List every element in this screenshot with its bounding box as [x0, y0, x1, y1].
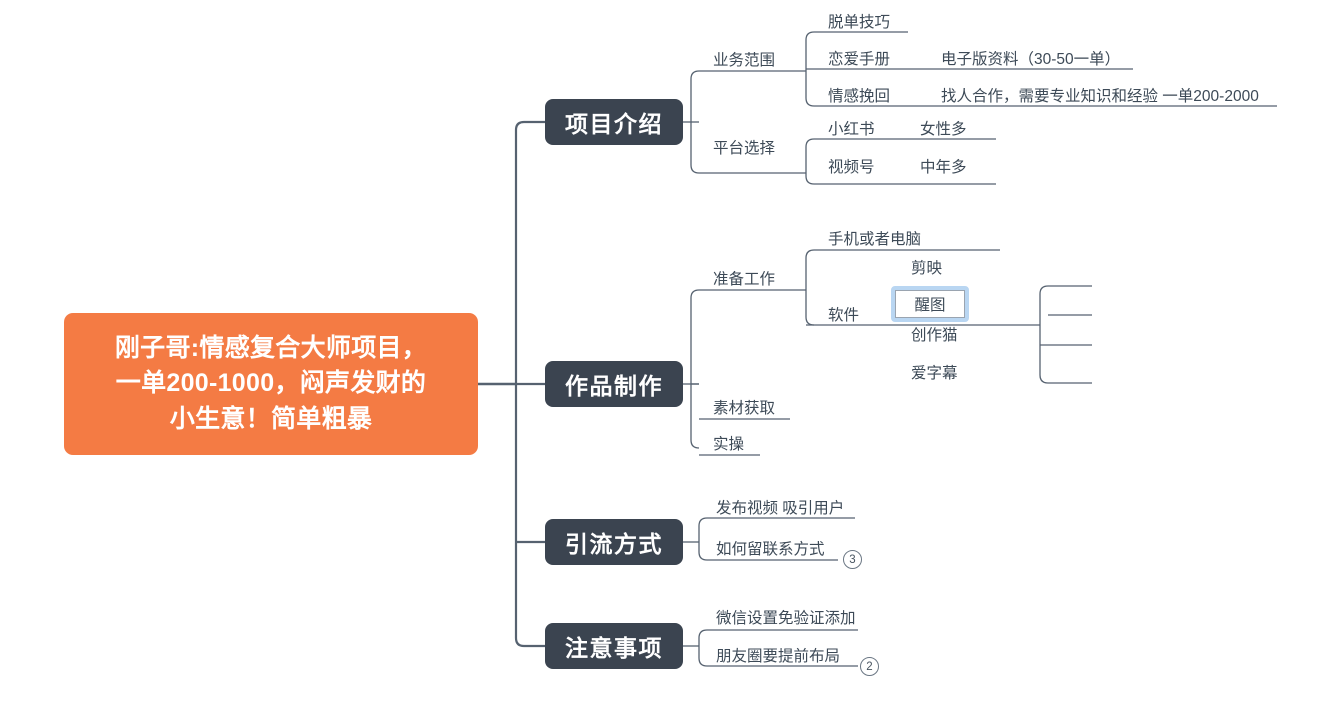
- root-node[interactable]: 刚子哥:情感复合大师项目， 一单200-1000，闷声发财的 小生意！简单粗暴: [64, 313, 478, 455]
- node-business-scope[interactable]: 业务范围: [713, 52, 776, 69]
- branch-node-notes[interactable]: 注意事项: [545, 623, 683, 669]
- node-leave-contact[interactable]: 如何留联系方式: [716, 541, 825, 558]
- node-phone-or-computer[interactable]: 手机或者电脑: [828, 231, 922, 248]
- node-dating-tips[interactable]: 脱单技巧: [828, 14, 891, 31]
- detail-emotion-recovery[interactable]: 找人合作，需要专业知识和经验 一单200-2000: [941, 88, 1259, 105]
- node-video-account[interactable]: 视频号: [828, 159, 875, 176]
- branch-node-content-production[interactable]: 作品制作: [545, 361, 683, 407]
- node-xingtu-label: 醒图: [895, 290, 965, 318]
- root-line-3: 小生意！简单粗暴: [169, 404, 373, 433]
- detail-xiaohongshu[interactable]: 女性多: [920, 121, 967, 138]
- branch-node-project-intro[interactable]: 项目介绍: [545, 99, 683, 145]
- detail-video-account[interactable]: 中年多: [920, 159, 967, 176]
- node-publish-video[interactable]: 发布视频 吸引用户: [716, 500, 845, 517]
- node-platform-selection[interactable]: 平台选择: [713, 140, 776, 157]
- node-jianying[interactable]: 剪映: [911, 260, 943, 277]
- root-line-2: 一单200-1000，闷声发财的: [115, 369, 427, 398]
- node-xiaohongshu[interactable]: 小红书: [828, 121, 875, 138]
- node-love-handbook[interactable]: 恋爱手册: [828, 51, 891, 68]
- node-software[interactable]: 软件: [828, 307, 860, 324]
- node-material-acquisition[interactable]: 素材获取: [713, 400, 776, 417]
- branch-node-traffic-method[interactable]: 引流方式: [545, 519, 683, 565]
- root-node-label: 刚子哥:情感复合大师项目， 一单200-1000，闷声发财的 小生意！简单粗暴: [115, 331, 427, 438]
- node-chuangzuomao[interactable]: 创作猫: [911, 327, 958, 344]
- node-preparation[interactable]: 准备工作: [713, 271, 776, 288]
- node-practice[interactable]: 实操: [713, 436, 745, 453]
- badge-notes-count[interactable]: 2: [860, 657, 879, 676]
- node-wechat-no-verify[interactable]: 微信设置免验证添加: [716, 610, 856, 627]
- root-line-1: 刚子哥:情感复合大师项目，: [114, 333, 428, 362]
- node-aizimu[interactable]: 爱字幕: [911, 365, 958, 382]
- node-moments-layout[interactable]: 朋友圈要提前布局: [716, 648, 841, 665]
- detail-love-handbook[interactable]: 电子版资料（30-50一单）: [941, 51, 1121, 68]
- node-xingtu-selected[interactable]: 醒图: [891, 286, 969, 322]
- node-emotion-recovery[interactable]: 情感挽回: [828, 88, 891, 105]
- badge-traffic-count[interactable]: 3: [843, 550, 862, 569]
